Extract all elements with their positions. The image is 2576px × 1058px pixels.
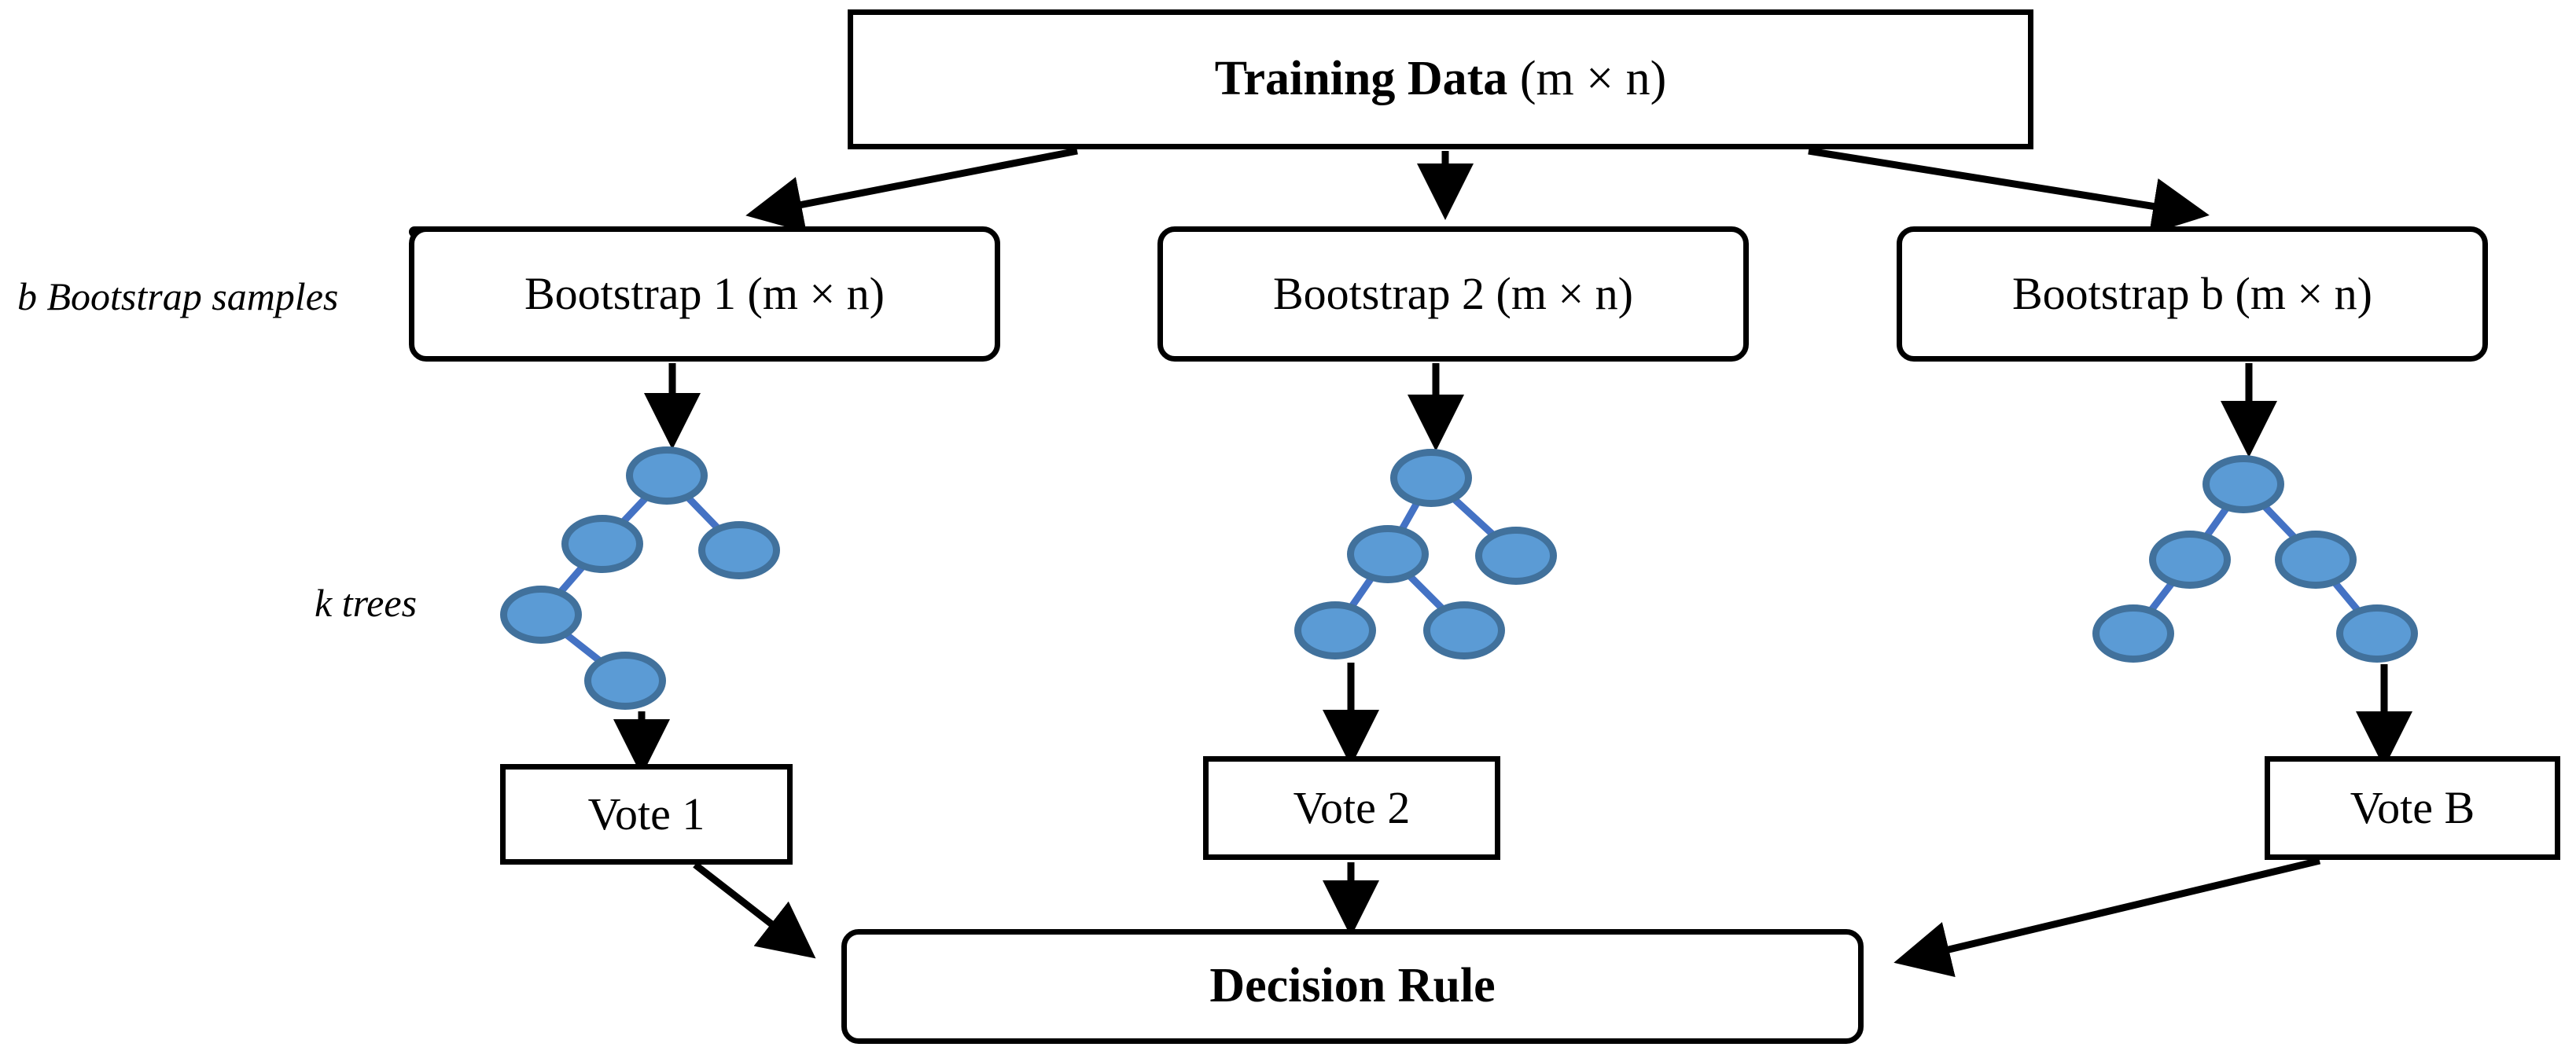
bootstrap-item-2-label: Bootstrap 2 (m × n) (1273, 267, 1633, 319)
label-k-trees: k trees (315, 581, 418, 625)
tree-1-node-2 (698, 521, 780, 579)
training-data-label-dims: (m × n) (1507, 52, 1667, 106)
decision-rule-label: Decision Rule (1209, 959, 1496, 1013)
vote-box-3[interactable]: Vote B (2265, 756, 2560, 860)
training-data-label-bold: Training Data (1214, 52, 1508, 106)
tree-1-node-4 (584, 652, 666, 710)
bootstrap-item-2[interactable]: Bootstrap 2 (m × n) (1157, 226, 1749, 362)
vote-box-1-label: Vote 1 (587, 788, 705, 839)
vote-box-2-label: Vote 2 (1293, 781, 1411, 833)
training-data-label: Training Data (m × n) (1215, 53, 1667, 105)
bootstrap-item-1[interactable]: Bootstrap 1 (m × n) (409, 226, 1000, 362)
vote-box-1[interactable]: Vote 1 (500, 764, 793, 865)
label-bootstrap-samples: b Bootstrap samples (17, 274, 339, 318)
tree-3-node-0 (2202, 455, 2284, 513)
tree-2-node-3 (1294, 601, 1376, 659)
arrow-vote-b-to-decision (1893, 857, 2321, 978)
tree-2-node-2 (1475, 527, 1557, 585)
tree-1-node-0 (626, 446, 708, 505)
tree-2-node-4 (1423, 601, 1505, 659)
vote-box-3-label: Vote B (2350, 781, 2475, 833)
training-data-box[interactable]: Training Data (m × n) (848, 9, 2033, 149)
tree-3-node-4 (2336, 604, 2418, 663)
tree-2-node-0 (1390, 449, 1472, 507)
bootstrap-item-1-label: Bootstrap 1 (m × n) (524, 267, 885, 319)
tree-2-node-1 (1347, 525, 1429, 583)
tree-3-node-2 (2275, 531, 2357, 589)
tree-3-node-1 (2149, 531, 2231, 589)
tree-3-node-3 (2092, 604, 2174, 663)
vote-box-2[interactable]: Vote 2 (1203, 756, 1500, 860)
tree-1-node-3 (500, 586, 582, 644)
arrow-training-to-bootstrap-1 (745, 147, 1078, 233)
bootstrap-item-3[interactable]: Bootstrap b (m × n) (1897, 226, 2488, 362)
tree-1-node-1 (561, 515, 643, 573)
decision-rule-box[interactable]: Decision Rule (841, 929, 1864, 1044)
arrow-training-to-bootstrap-b (1808, 147, 2210, 235)
bootstrap-item-3-label: Bootstrap b (m × n) (2012, 267, 2372, 319)
arrow-vote-1-to-decision (693, 861, 816, 959)
